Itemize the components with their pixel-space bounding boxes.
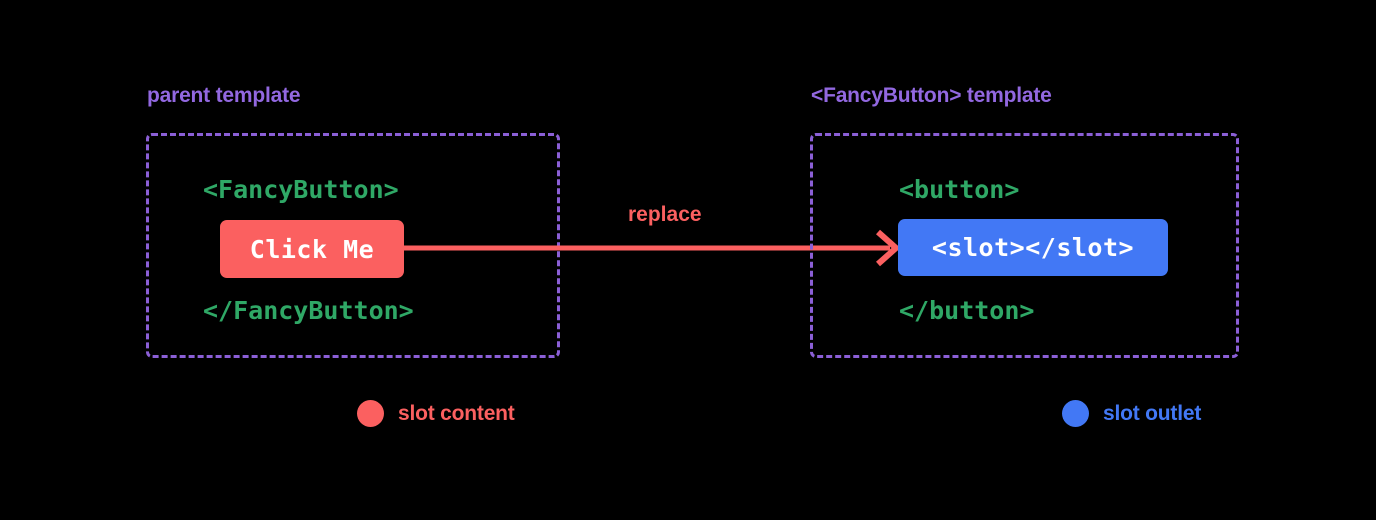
button-open-tag: <button>: [899, 175, 1020, 204]
parent-template-caption: parent template: [147, 84, 301, 107]
replace-arrow: [404, 224, 904, 272]
button-close-tag: </button>: [899, 296, 1035, 325]
fancybutton-template-caption: <FancyButton> template: [811, 84, 1052, 107]
parent-close-tag: </FancyButton>: [203, 296, 414, 325]
slot-content-label: Click Me: [249, 234, 375, 264]
slot-outlet-label: <slot></slot>: [931, 233, 1135, 262]
replace-arrow-icon: [404, 229, 901, 267]
replace-arrow-label: replace: [628, 203, 702, 226]
legend-item-slot-content: slot content: [357, 400, 515, 427]
slot-outlet-pill[interactable]: <slot></slot>: [898, 219, 1168, 276]
circle-icon: [1062, 400, 1089, 427]
slot-content-pill[interactable]: Click Me: [220, 220, 404, 278]
circle-icon: [357, 400, 384, 427]
legend-label-slot-outlet: slot outlet: [1103, 401, 1202, 425]
parent-open-tag: <FancyButton>: [203, 175, 399, 204]
legend-label-slot-content: slot content: [398, 401, 515, 425]
legend-item-slot-outlet: slot outlet: [1062, 400, 1201, 427]
fancybutton-template-box: [810, 133, 1239, 358]
